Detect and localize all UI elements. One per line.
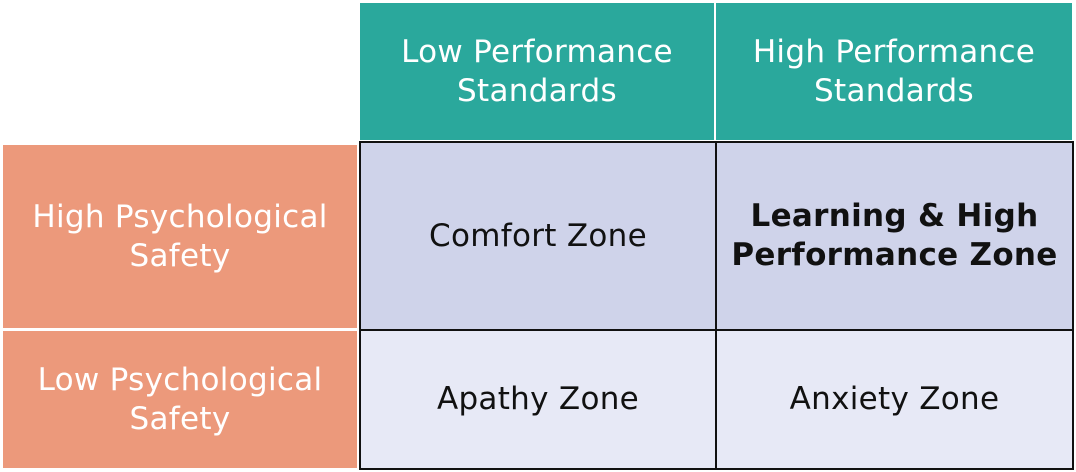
column-header-label: Low Performance Standards: [401, 33, 673, 109]
row-header-label: High Psychological Safety: [32, 198, 328, 274]
row-header-low-safety: Low Psychological Safety: [3, 331, 357, 468]
zone-label: Apathy Zone: [436, 381, 640, 418]
column-header-high-performance: High Performance Standards: [716, 3, 1072, 140]
learning-high-performance-zone-cell: Learning & High Performance Zone: [715, 141, 1074, 331]
zone-label: Comfort Zone: [429, 217, 647, 254]
zone-label: Anxiety Zone: [789, 381, 1000, 418]
column-header-low-performance: Low Performance Standards: [360, 3, 714, 140]
column-header-label: High Performance Standards: [752, 33, 1036, 109]
comfort-zone-cell: Comfort Zone: [359, 141, 717, 331]
anxiety-zone-cell: Anxiety Zone: [715, 329, 1074, 470]
row-header-label: Low Psychological Safety: [37, 361, 323, 437]
row-header-high-safety: High Psychological Safety: [3, 145, 357, 328]
apathy-zone-cell: Apathy Zone: [359, 329, 717, 470]
zone-label: Learning & High Performance Zone: [731, 198, 1058, 273]
